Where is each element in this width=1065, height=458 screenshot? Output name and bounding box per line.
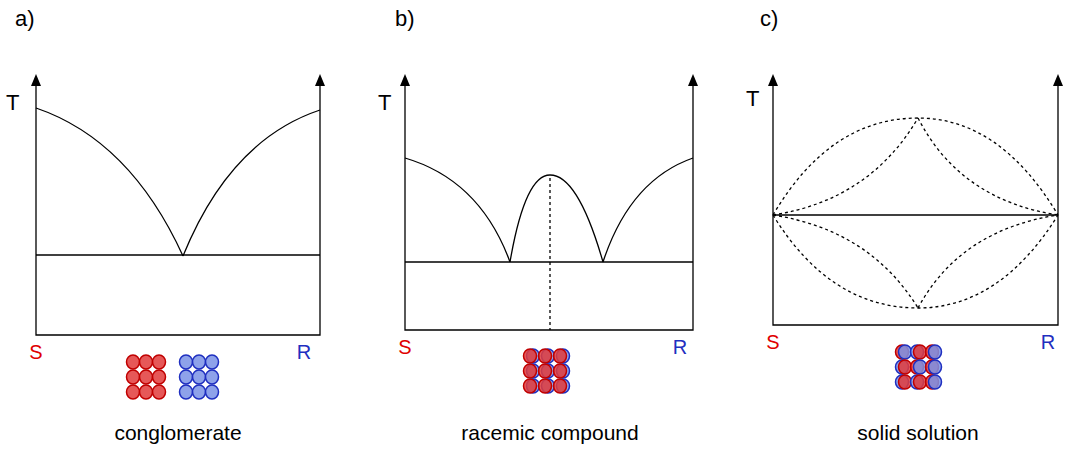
enantiomer-label: R [673, 337, 687, 357]
enantiomer-label: S [29, 342, 42, 362]
enantiomer-label: S [766, 332, 779, 352]
panel-letter: c) [760, 8, 778, 30]
panel-caption: racemic compound [461, 422, 638, 443]
axis-label: T [746, 88, 759, 110]
panel-letter: b) [395, 8, 415, 30]
molecule-packing [127, 345, 942, 399]
enantiomer-label: S [398, 337, 411, 357]
panel-caption: conglomerate [114, 422, 241, 443]
enantiomer-label: R [1041, 332, 1055, 352]
axes [36, 84, 1058, 335]
axis-arrows [31, 74, 1063, 86]
enantiomer-label: R [297, 342, 311, 362]
axis-label: T [6, 92, 19, 114]
panel-caption: solid solution [857, 422, 978, 443]
phase-curves [36, 108, 1058, 330]
panel-letter: a) [15, 8, 35, 30]
axis-label: T [378, 92, 391, 114]
